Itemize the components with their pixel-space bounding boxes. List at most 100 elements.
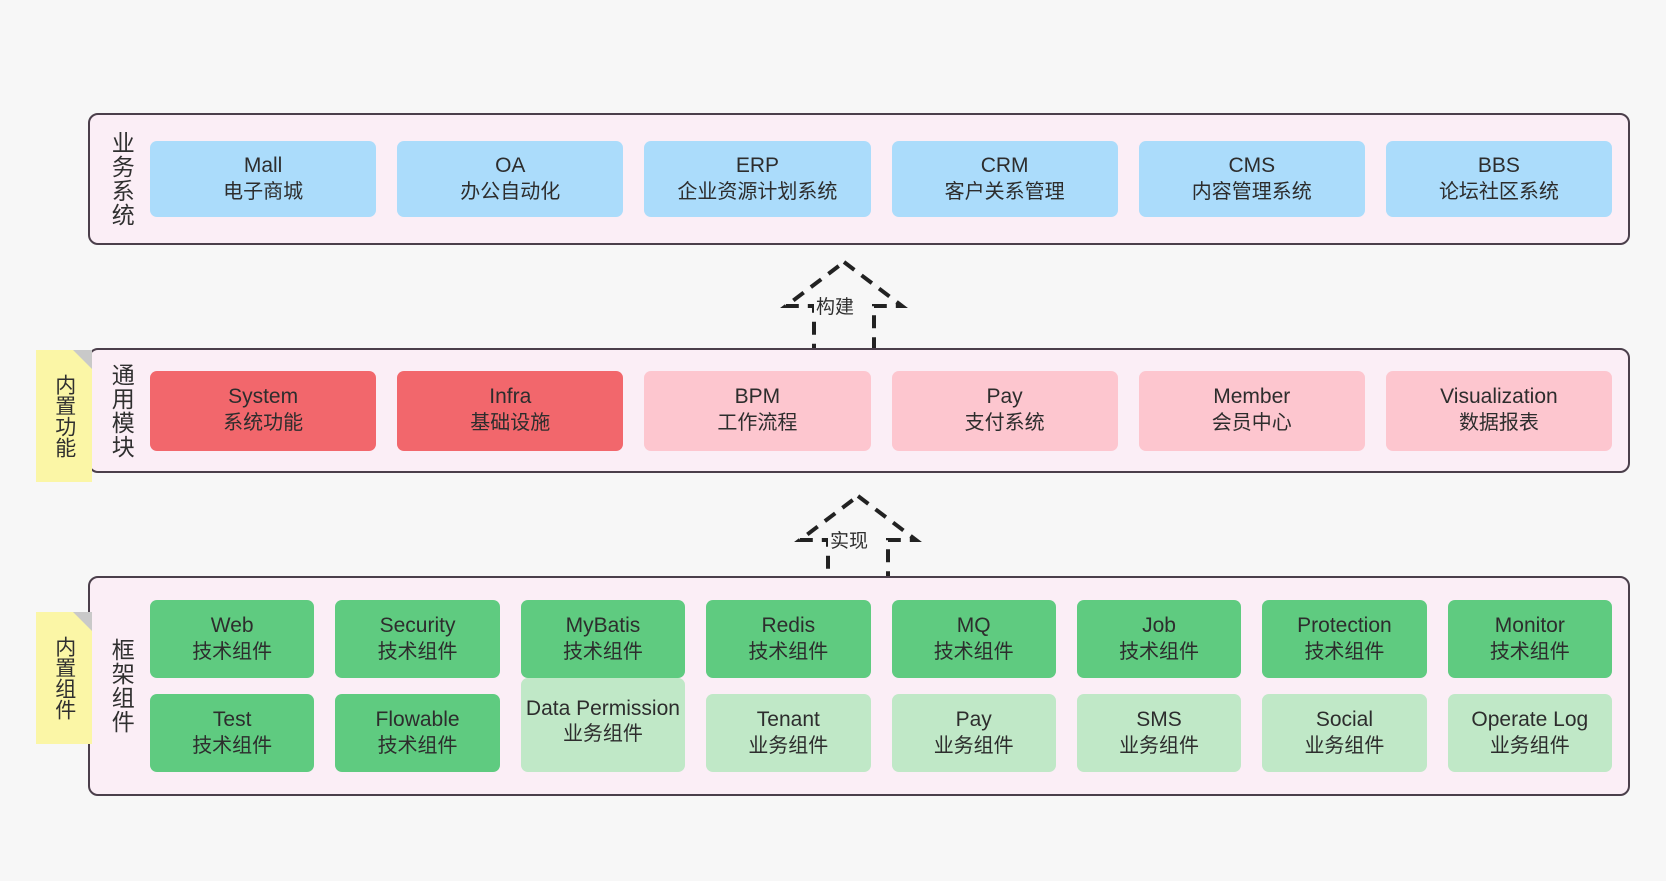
node-erp[interactable]: ERP 企业资源计划系统 <box>644 141 871 217</box>
node-desc: 支付系统 <box>964 412 1045 435</box>
node-pay[interactable]: Pay 支付系统 <box>891 370 1118 451</box>
generalization-arrow-icon <box>794 493 922 586</box>
layer-title-common: 通用模块 <box>108 362 135 459</box>
arrow-build: 构建 <box>744 258 944 352</box>
layer-panel-common: 通用模块 System 系统功能 Infra 基础设施 BPM 工作流程 Pay… <box>88 348 1630 473</box>
node-name: Web <box>210 613 254 637</box>
node-name: Flowable <box>375 707 460 731</box>
sticky-note-builtin-component: 内置组件 <box>36 612 92 744</box>
node-tenant[interactable]: Tenant 业务组件 <box>706 694 871 772</box>
node-name: Job <box>1142 613 1176 637</box>
node-name: Infra <box>489 385 532 409</box>
node-desc: 业务组件 <box>1489 734 1570 757</box>
node-desc: 业务组件 <box>1304 734 1385 757</box>
node-desc: 办公自动化 <box>460 180 561 203</box>
node-desc: 技术组件 <box>748 640 829 663</box>
node-name: MQ <box>956 613 991 637</box>
node-bbs[interactable]: BBS 论坛社区系统 <box>1385 141 1613 217</box>
node-desc: 系统功能 <box>223 412 304 435</box>
node-desc: 论坛社区系统 <box>1438 180 1559 203</box>
node-name: Security <box>379 613 456 637</box>
node-desc: 工作流程 <box>717 412 798 435</box>
node-name: BPM <box>734 385 781 409</box>
node-name: Member <box>1213 385 1291 409</box>
node-desc: 技术组件 <box>192 734 273 757</box>
node-desc: 会员中心 <box>1211 412 1292 435</box>
node-oa[interactable]: OA 办公自动化 <box>397 141 624 217</box>
node-desc: 业务组件 <box>1119 734 1200 757</box>
layer-body-framework: Web 技术组件 Security 技术组件 MyBatis 技术组件 Redi… <box>142 578 1628 794</box>
node-flowable[interactable]: Flowable 技术组件 <box>335 694 500 772</box>
node-pay-business[interactable]: Pay 业务组件 <box>891 694 1056 772</box>
node-desc: 基础设施 <box>470 412 551 435</box>
node-name: Mall <box>243 153 283 177</box>
node-redis[interactable]: Redis 技术组件 <box>706 600 871 678</box>
node-name: Data Permission <box>525 697 680 721</box>
node-operate-log[interactable]: Operate Log 业务组件 <box>1447 694 1612 772</box>
layer-row: Test 技术组件 Flowable 技术组件 Data Permission … <box>150 678 1612 772</box>
node-web[interactable]: Web 技术组件 <box>150 600 315 678</box>
node-system[interactable]: System 系统功能 <box>150 370 377 451</box>
layer-panel-framework: 框架组件 Web 技术组件 Security 技术组件 MyBatis 技术组件… <box>88 576 1630 796</box>
node-desc: 客户关系管理 <box>944 180 1065 203</box>
node-desc: 技术组件 <box>1489 640 1570 663</box>
arrow-implement: 实现 <box>758 492 958 586</box>
node-name: OA <box>495 153 526 177</box>
node-infra[interactable]: Infra 基础设施 <box>397 370 624 451</box>
node-name: System <box>228 385 299 409</box>
node-job[interactable]: Job 技术组件 <box>1076 600 1242 678</box>
node-social[interactable]: Social 业务组件 <box>1262 694 1427 772</box>
node-name: SMS <box>1136 707 1182 731</box>
node-mq[interactable]: MQ 技术组件 <box>891 600 1056 678</box>
node-cms[interactable]: CMS 内容管理系统 <box>1138 141 1365 217</box>
layer-row: System 系统功能 Infra 基础设施 BPM 工作流程 Pay 支付系统… <box>150 370 1613 451</box>
node-name: Visualization <box>1440 385 1558 409</box>
node-name: Pay <box>955 707 992 731</box>
generalization-arrow-icon <box>780 259 908 352</box>
node-name: Protection <box>1297 613 1392 637</box>
layer-row: Web 技术组件 Security 技术组件 MyBatis 技术组件 Redi… <box>150 600 1612 678</box>
node-desc: 业务组件 <box>748 734 829 757</box>
node-mybatis[interactable]: MyBatis 技术组件 <box>520 600 686 678</box>
node-name: Social <box>1315 707 1374 731</box>
node-name: CMS <box>1228 153 1276 177</box>
layer-row: Mall 电子商城 OA 办公自动化 ERP 企业资源计划系统 CRM 客户关系… <box>150 141 1613 217</box>
node-bpm[interactable]: BPM 工作流程 <box>644 370 871 451</box>
layer-title-business: 业务系统 <box>108 131 135 227</box>
node-sms[interactable]: SMS 业务组件 <box>1076 694 1242 772</box>
node-name: CRM <box>980 153 1029 177</box>
node-desc: 数据报表 <box>1458 412 1539 435</box>
sticky-note-builtin-feature: 内置功能 <box>36 350 92 482</box>
node-data-permission[interactable]: Data Permission 业务组件 <box>520 678 686 772</box>
node-mall[interactable]: Mall 电子商城 <box>150 141 377 217</box>
layer-panel-business: 业务系统 Mall 电子商城 OA 办公自动化 ERP 企业资源计划系统 CRM… <box>88 113 1630 245</box>
node-name: Tenant <box>756 707 820 731</box>
layer-title-framework: 框架组件 <box>108 638 135 734</box>
node-desc: 技术组件 <box>377 734 458 757</box>
node-desc: 电子商城 <box>223 180 304 203</box>
arrow-label-build: 构建 <box>814 292 857 319</box>
sticky-note-label: 内置组件 <box>52 636 76 720</box>
node-desc: 企业资源计划系统 <box>677 180 838 203</box>
node-desc: 技术组件 <box>1119 640 1200 663</box>
node-protection[interactable]: Protection 技术组件 <box>1262 600 1427 678</box>
node-name: Monitor <box>1494 613 1565 637</box>
node-name: Test <box>212 707 252 731</box>
node-visualization[interactable]: Visualization 数据报表 <box>1385 370 1613 451</box>
node-desc: 业务组件 <box>562 723 643 745</box>
node-name: Operate Log <box>1471 707 1589 731</box>
node-name: Redis <box>761 613 816 637</box>
node-crm[interactable]: CRM 客户关系管理 <box>891 141 1118 217</box>
arrow-label-implement: 实现 <box>828 526 871 553</box>
node-desc: 技术组件 <box>562 640 643 663</box>
node-desc: 技术组件 <box>1304 640 1385 663</box>
node-desc: 技术组件 <box>377 640 458 663</box>
node-security[interactable]: Security 技术组件 <box>335 600 500 678</box>
sticky-note-label: 内置功能 <box>52 374 76 458</box>
node-member[interactable]: Member 会员中心 <box>1138 370 1365 451</box>
node-desc: 内容管理系统 <box>1191 180 1312 203</box>
node-test[interactable]: Test 技术组件 <box>150 694 315 772</box>
node-monitor[interactable]: Monitor 技术组件 <box>1447 600 1612 678</box>
node-desc: 技术组件 <box>933 640 1014 663</box>
